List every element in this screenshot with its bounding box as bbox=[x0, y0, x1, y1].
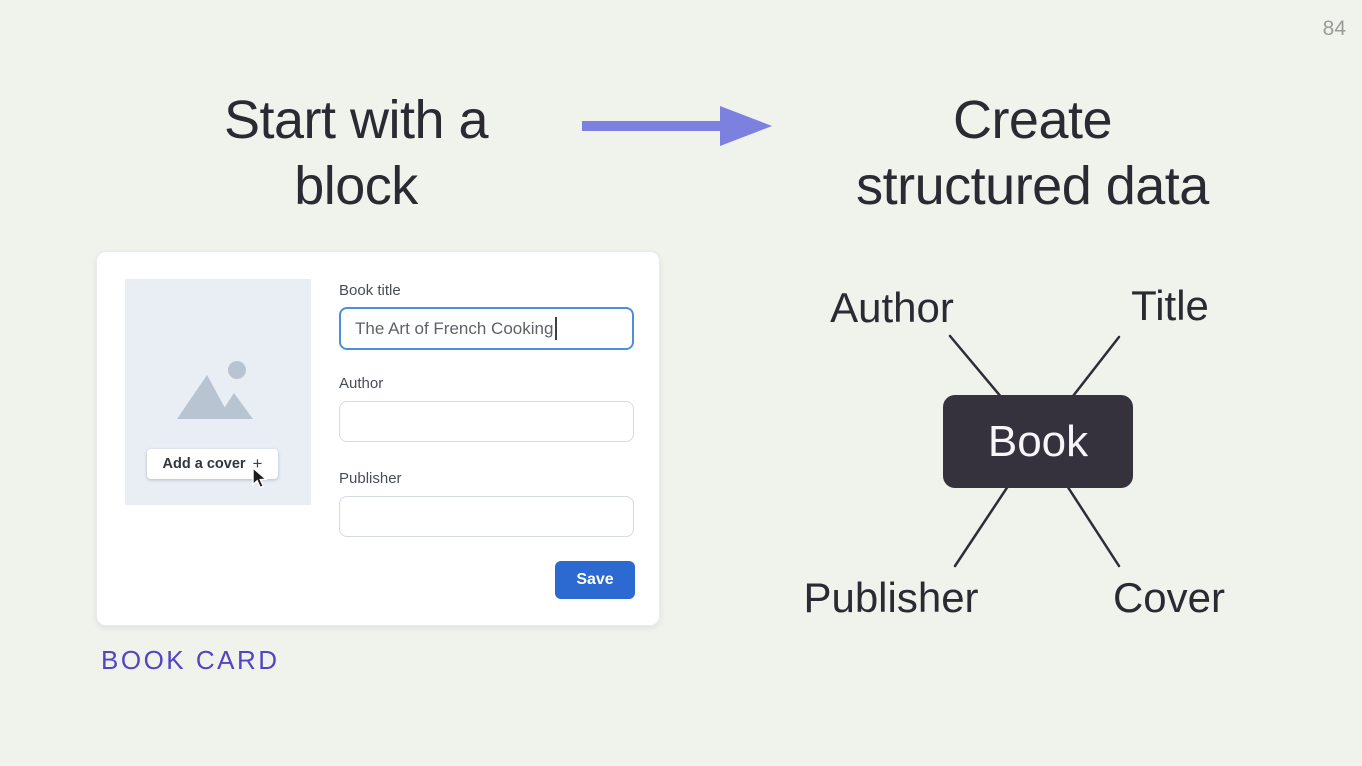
left-heading: Start with a block bbox=[100, 87, 612, 219]
right-heading: Create structured data bbox=[790, 87, 1275, 219]
image-placeholder-icon bbox=[177, 361, 253, 419]
mouse-cursor-icon bbox=[252, 467, 268, 489]
text-caret bbox=[555, 317, 558, 340]
book-title-value: The Art of French Cooking bbox=[355, 318, 554, 338]
diagram-label-author: Author bbox=[830, 284, 954, 331]
book-title-label: Book title bbox=[339, 282, 401, 299]
save-button[interactable]: Save bbox=[555, 561, 635, 599]
publisher-label: Publisher bbox=[339, 470, 402, 487]
left-heading-line2: block bbox=[294, 156, 418, 216]
right-heading-line2: structured data bbox=[856, 156, 1209, 216]
right-heading-line1: Create bbox=[952, 90, 1113, 150]
add-cover-label: Add a cover bbox=[162, 456, 246, 472]
publisher-input[interactable] bbox=[339, 496, 634, 537]
card-caption: BOOK CARD bbox=[101, 645, 280, 675]
author-input[interactable] bbox=[339, 401, 634, 442]
book-node-label: Book bbox=[987, 416, 1089, 466]
plus-icon: + bbox=[252, 454, 263, 473]
book-card: Add a cover + Book title The Art of Fren… bbox=[96, 251, 660, 626]
book-node: Book bbox=[943, 395, 1133, 488]
page-number: 84 bbox=[1322, 17, 1346, 40]
diagram-label-publisher: Publisher bbox=[803, 574, 979, 621]
diagram-label-title: Title bbox=[1131, 282, 1209, 329]
book-title-input[interactable]: The Art of French Cooking bbox=[339, 307, 634, 350]
author-label: Author bbox=[339, 375, 384, 392]
diagram-label-cover: Cover bbox=[1112, 574, 1226, 621]
left-heading-line1: Start with a bbox=[223, 90, 489, 150]
